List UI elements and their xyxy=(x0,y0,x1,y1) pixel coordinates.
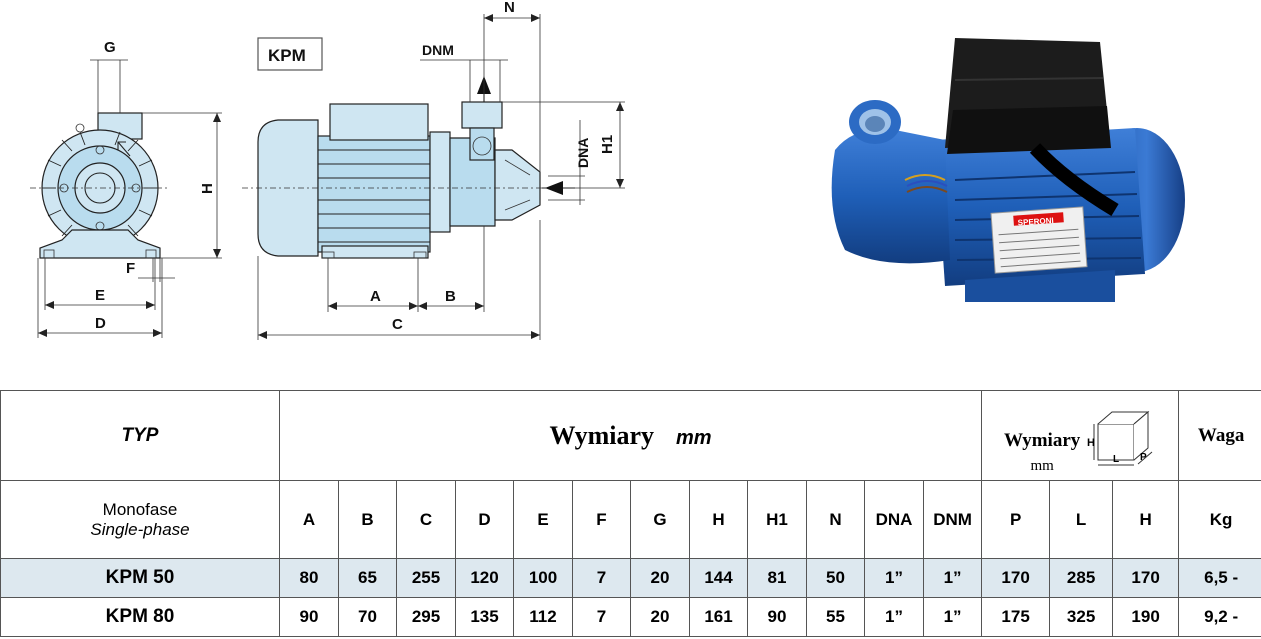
table-cell: 90 xyxy=(747,597,807,637)
dim-label-n: N xyxy=(504,0,515,16)
table-cell: 112 xyxy=(513,597,573,637)
table-cell: 65 xyxy=(338,558,397,598)
table-cell: 175 xyxy=(981,597,1051,637)
col-header-dnm: DNM xyxy=(922,480,983,559)
pump-photo-icon: SPERONI xyxy=(831,38,1185,302)
table-cell: 7 xyxy=(572,558,631,598)
dim-label-a: A xyxy=(370,288,381,305)
table-cell: 161 xyxy=(689,597,748,637)
table-cell: 20 xyxy=(630,558,690,598)
box-dimensions-icon: H L P xyxy=(1087,410,1153,466)
col-header-n: N xyxy=(806,480,865,559)
col-header-h1: H1 xyxy=(747,480,807,559)
table-cell: 144 xyxy=(689,558,748,598)
header-pack-label: Wymiary xyxy=(1003,430,1081,451)
col-header-pack-h: H xyxy=(1112,480,1180,559)
col-header-a: A xyxy=(279,480,339,559)
table-cell: 325 xyxy=(1049,597,1114,637)
table-cell: 170 xyxy=(981,558,1051,598)
table-cell: 135 xyxy=(455,597,514,637)
table-cell: 190 xyxy=(1112,597,1180,637)
col-header-e: E xyxy=(513,480,573,559)
dim-label-f: F xyxy=(126,260,135,277)
subheader-monofase: Monofase xyxy=(102,499,178,519)
table-cell: 55 xyxy=(806,597,865,637)
table-cell: 1” xyxy=(922,558,983,598)
table-cell: 285 xyxy=(1049,558,1114,598)
dim-label-c: C xyxy=(392,316,403,333)
table-cell: 170 xyxy=(1112,558,1180,598)
col-header-kg: Kg xyxy=(1178,480,1261,559)
model-tag: KPM xyxy=(268,46,306,65)
header-pack-unit: mm xyxy=(1030,458,1054,474)
header-waga: Waga xyxy=(1178,390,1261,481)
col-header-p: P xyxy=(981,480,1051,559)
table-cell: 20 xyxy=(630,597,690,637)
dim-label-g: G xyxy=(104,39,116,56)
col-header-g: G xyxy=(630,480,690,559)
table-cell: 70 xyxy=(338,597,397,637)
table-row: KPM 50 80 65 255 120 100 7 20 144 81 50 … xyxy=(0,558,1261,598)
header-typ: TYP xyxy=(0,390,280,481)
table-cell: 255 xyxy=(396,558,456,598)
table-cell: 100 xyxy=(513,558,573,598)
table-cell: 295 xyxy=(396,597,456,637)
dim-label-h1: H1 xyxy=(599,135,616,154)
dim-label-d: D xyxy=(95,315,106,332)
table-subheader-row: Monofase Single-phase A B C D E F G H H1… xyxy=(0,480,1261,559)
dim-label-h: H xyxy=(199,183,216,194)
col-header-c: C xyxy=(396,480,456,559)
header-wymiary-unit: mm xyxy=(676,426,712,449)
col-header-b: B xyxy=(338,480,397,559)
table-cell: 1” xyxy=(864,597,924,637)
row-model: KPM 80 xyxy=(0,597,280,637)
brand-label: SPERONI xyxy=(1017,216,1054,227)
table-cell: 81 xyxy=(747,558,807,598)
dim-label-dna: DNA xyxy=(575,138,591,168)
dim-label-b: B xyxy=(445,288,456,305)
table-cell-weight: 9,2 - xyxy=(1178,597,1261,637)
col-header-h: H xyxy=(689,480,748,559)
pack-label-h: H xyxy=(1087,437,1095,449)
row-model: KPM 50 xyxy=(0,558,280,598)
pump-side-view: KPM xyxy=(242,0,625,340)
pump-front-view: G H F E D xyxy=(30,39,222,338)
model-tag-box xyxy=(257,37,323,71)
col-header-f: F xyxy=(572,480,631,559)
col-header-dna: DNA xyxy=(864,480,924,559)
header-wymiary: Wymiary mm xyxy=(278,390,983,481)
dim-label-dnm: DNM xyxy=(422,42,454,58)
col-header-l: L xyxy=(1049,480,1114,559)
col-header-d: D xyxy=(455,480,514,559)
dim-label-e: E xyxy=(95,287,105,304)
technical-drawing: G H F E D KPM xyxy=(30,0,625,340)
table-cell-weight: 6,5 - xyxy=(1178,558,1261,598)
subheader-phase: Monofase Single-phase xyxy=(0,480,280,559)
table-cell: 90 xyxy=(279,597,339,637)
table-row: KPM 80 90 70 295 135 112 7 20 161 90 55 … xyxy=(0,597,1261,637)
table-cell: 1” xyxy=(922,597,983,637)
header-packaging: Wymiary mm H L P xyxy=(981,390,1180,481)
subheader-single-phase: Single-phase xyxy=(90,519,190,539)
header-wymiary-label: Wymiary xyxy=(549,420,654,450)
pack-label-l: L xyxy=(1113,454,1119,465)
table-cell: 50 xyxy=(806,558,865,598)
table-cell: 1” xyxy=(864,558,924,598)
pack-label-p: P xyxy=(1140,452,1147,463)
table-cell: 7 xyxy=(572,597,631,637)
table-cell: 80 xyxy=(279,558,339,598)
table-cell: 120 xyxy=(455,558,514,598)
spec-table: TYP Wymiary mm Wymiary mm H L xyxy=(0,390,1261,637)
table-header-row: TYP Wymiary mm Wymiary mm H L xyxy=(0,390,1261,481)
